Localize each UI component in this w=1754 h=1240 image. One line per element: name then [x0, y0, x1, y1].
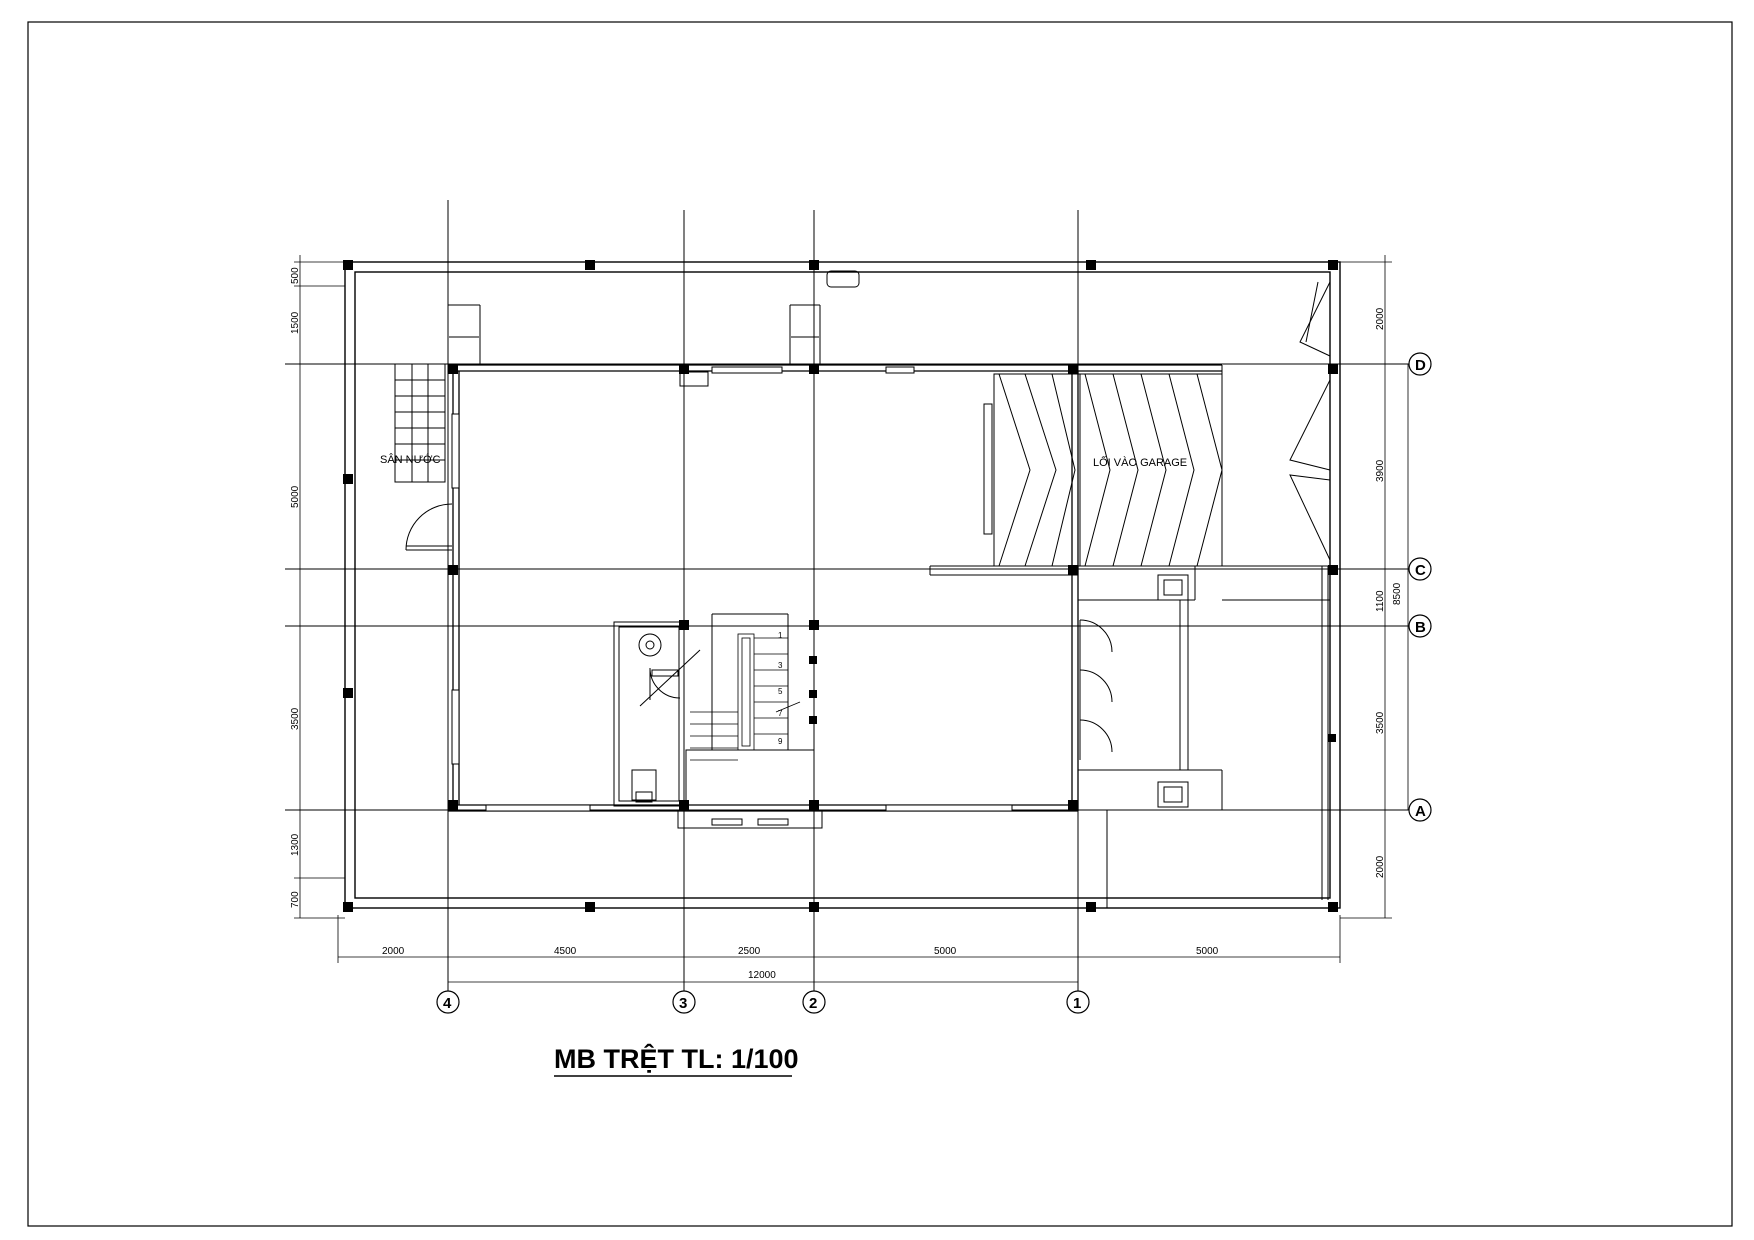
stair-number: 1 [778, 631, 783, 640]
room-label-garage-entry: LỐI VÀO GARAGE [1093, 455, 1187, 469]
garage-ramp [983, 373, 1223, 567]
stair-number: 5 [778, 687, 783, 696]
stair-number: 9 [778, 737, 783, 746]
gate-swings [1289, 281, 1331, 561]
axis-label-4: 4 [443, 995, 452, 1012]
dimension-bottom: 4500 [554, 946, 577, 957]
equipment-boxes [679, 270, 1189, 808]
dimension-right: 2000 [1375, 307, 1386, 330]
axis-label-A: A [1415, 803, 1426, 820]
dimension-bottom: 5000 [1196, 946, 1219, 957]
dimension-bottom: 5000 [934, 946, 957, 957]
wc-fixtures [631, 633, 701, 803]
dimension-left: 3500 [290, 707, 301, 730]
axis-bubbles [436, 352, 1432, 1014]
dimension-bottom-total: 12000 [748, 970, 776, 981]
dimension-bottom: 2000 [382, 946, 405, 957]
porch-walls [447, 304, 821, 365]
courtyard-tiles [394, 363, 446, 483]
columns [343, 260, 1338, 912]
axis-label-3: 3 [679, 995, 687, 1012]
axis-label-C: C [1415, 562, 1426, 579]
right-dimension-lines [1340, 255, 1409, 919]
axis-label-D: D [1415, 357, 1426, 374]
stair-number: 7 [778, 709, 783, 718]
grid-lines [285, 200, 1410, 1010]
stair-number: 3 [778, 661, 783, 670]
sheet-border [27, 21, 1733, 1227]
dimension-left: 700 [290, 891, 301, 908]
stair-treads [690, 633, 801, 761]
dimension-right-total: 8500 [1392, 582, 1403, 605]
dimension-right: 1100 [1375, 590, 1386, 612]
site-boundary [344, 261, 1341, 909]
dimension-left: 1500 [290, 311, 301, 334]
drawing-title: MB TRỆT TL: 1/100 [554, 1043, 799, 1074]
dimension-bottom: 2500 [738, 946, 761, 957]
building-walls [448, 364, 1222, 812]
bottom-dimension-lines [337, 915, 1341, 988]
dimension-left: 1300 [290, 833, 301, 856]
dimension-right: 3500 [1375, 711, 1386, 734]
axis-label-1: 1 [1073, 995, 1081, 1012]
room-label-san-nuoc: SÂN NƯỚC [380, 453, 440, 466]
doors [405, 503, 1113, 760]
windows [451, 366, 1013, 826]
axis-label-2: 2 [809, 995, 817, 1012]
dimension-left: 500 [290, 267, 301, 284]
axis-label-B: B [1415, 619, 1426, 636]
left-dimension-lines [294, 255, 345, 919]
dimension-left: 5000 [290, 485, 301, 508]
dimension-right: 2000 [1375, 855, 1386, 878]
dimension-right: 3900 [1375, 459, 1386, 482]
